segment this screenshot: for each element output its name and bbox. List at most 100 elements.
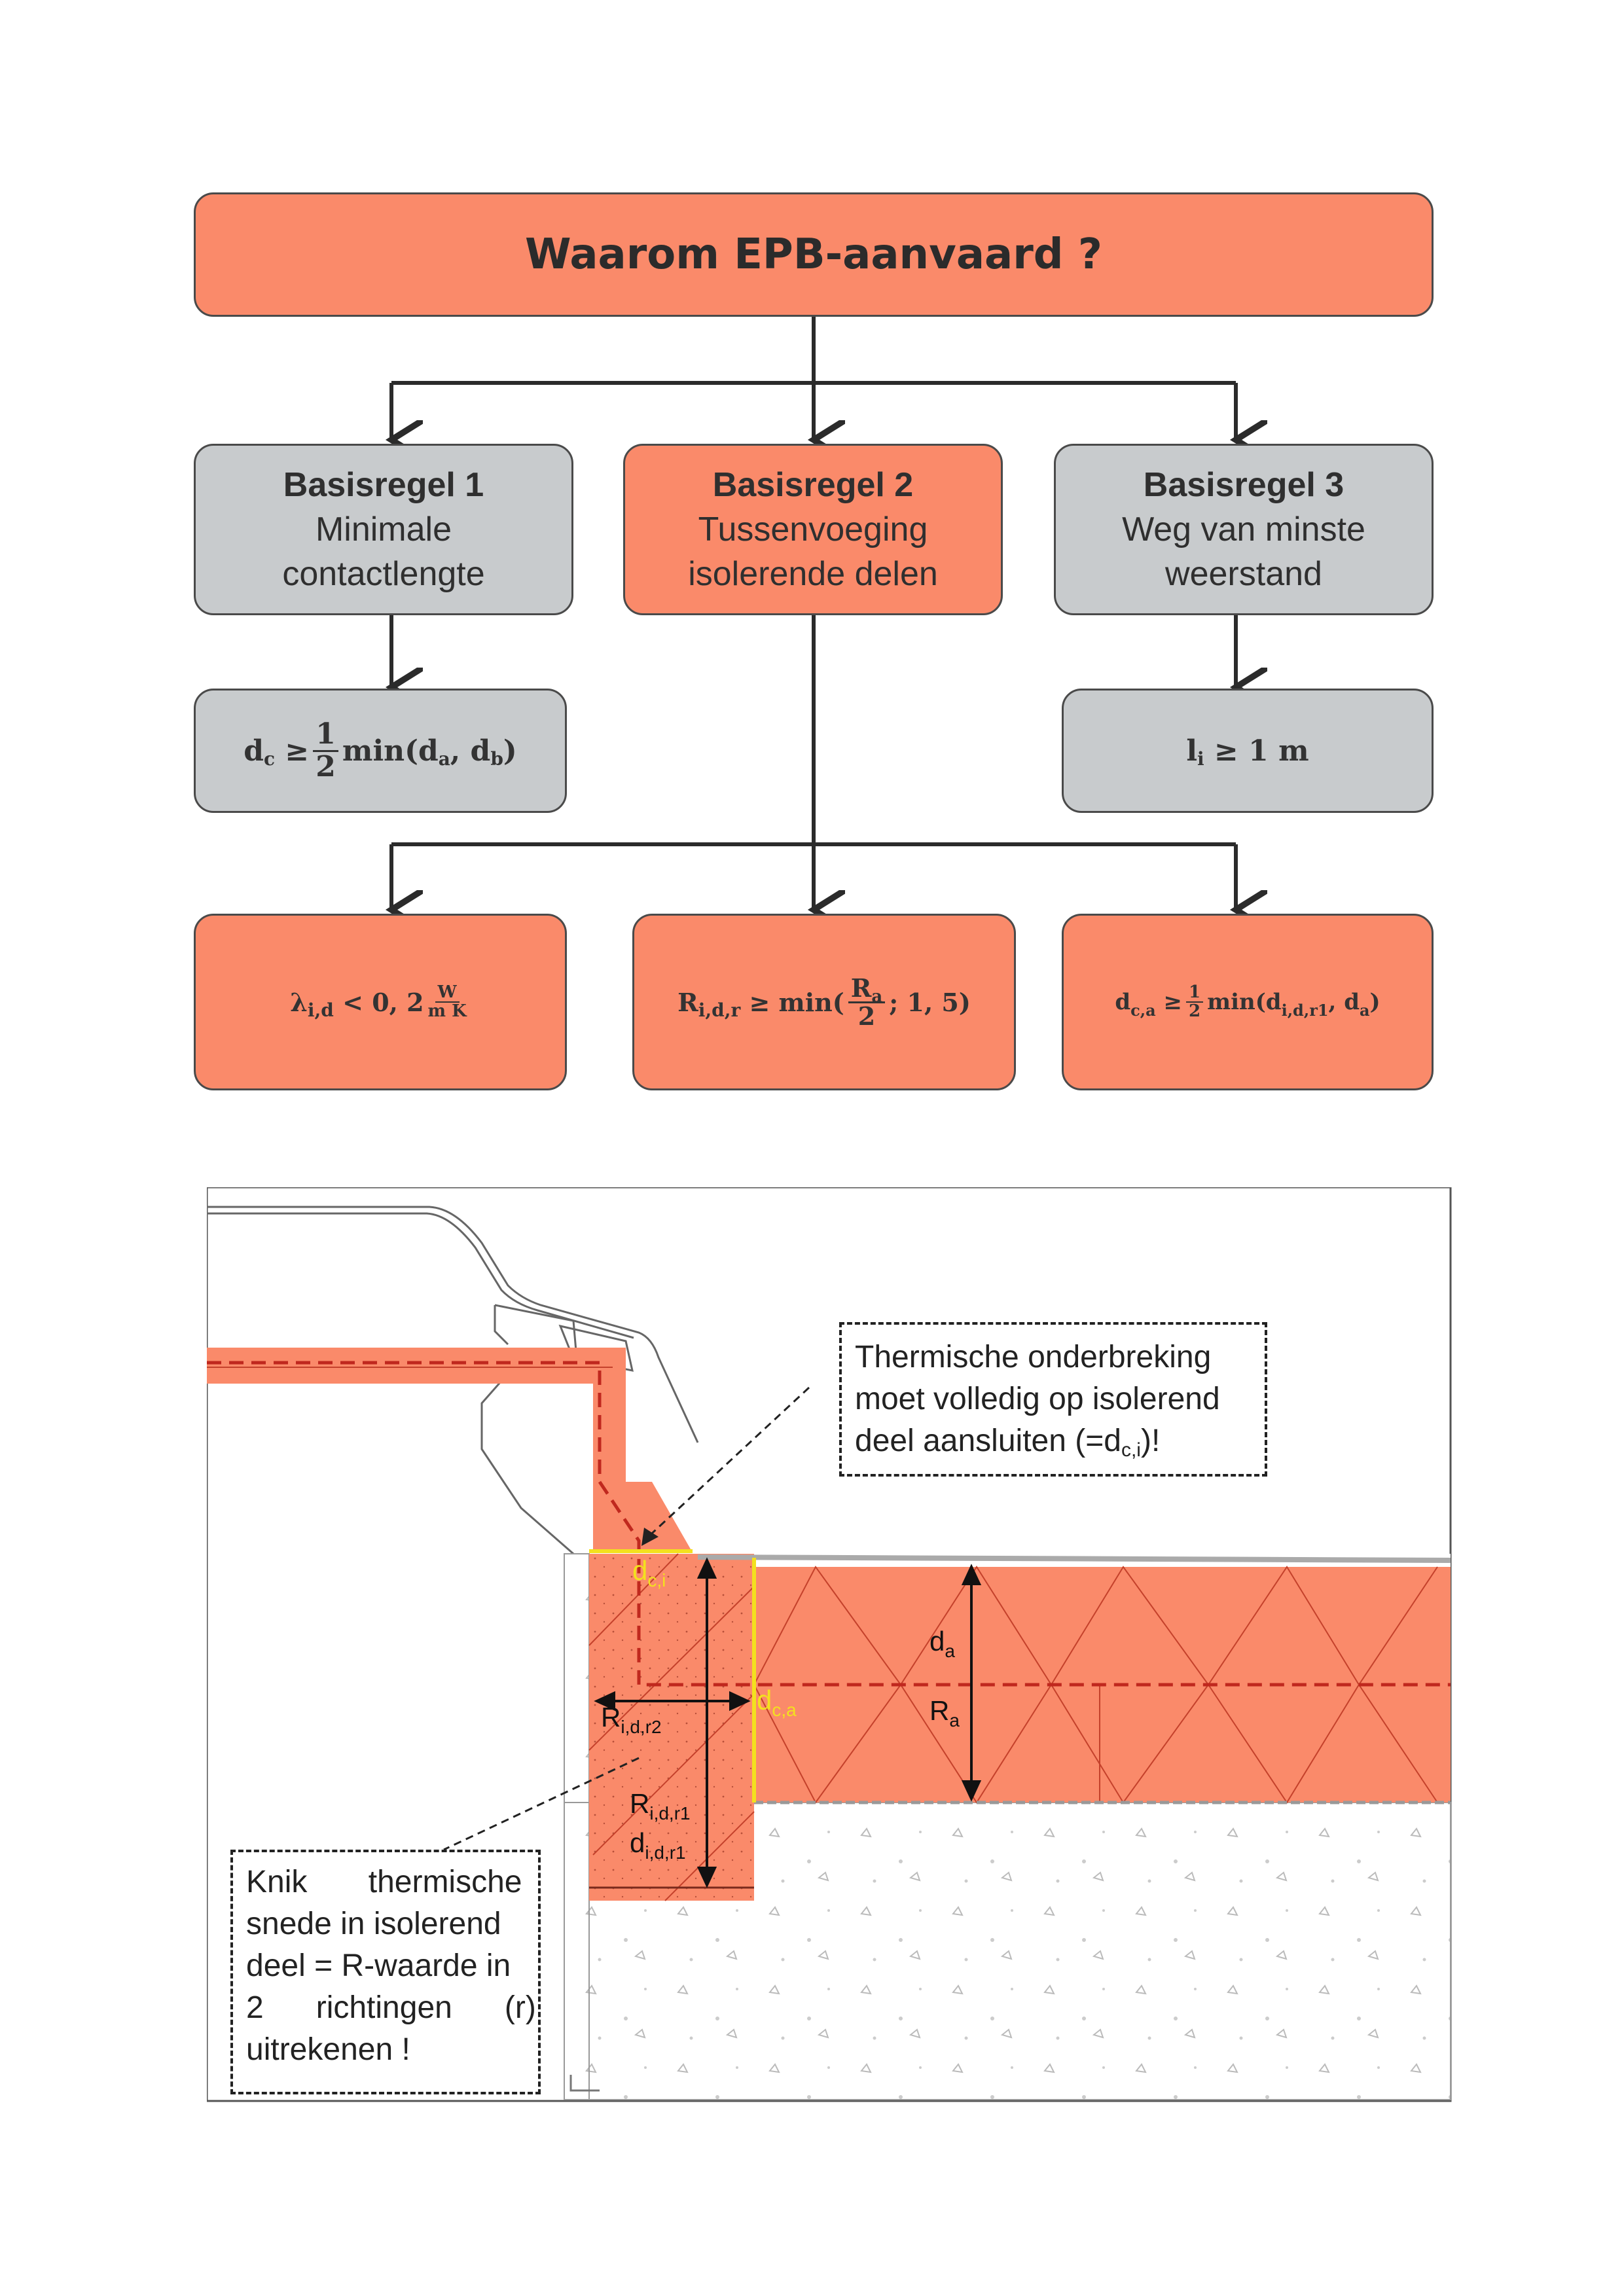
note-line: deel aansluiten (=dc,i)! (855, 1420, 1252, 1466)
formula-subscript: c,a (1130, 1000, 1156, 1020)
formula-subscript: i (1197, 747, 1204, 770)
note-subscript: c,i (1121, 1439, 1141, 1461)
note-line: snede in isolerend (246, 1907, 501, 1941)
label-sub: i,d,r2 (621, 1717, 662, 1737)
rule-3-heading: Basisregel 3 (1143, 466, 1344, 504)
label-sub: a (945, 1641, 955, 1661)
flow-connectors (0, 315, 1624, 1113)
formula-subscript: i,d,r1 (1281, 1000, 1329, 1020)
insulation-continuity-line (207, 1361, 1451, 1687)
label-sub: i,d,r1 (645, 1842, 686, 1863)
formula-subscript: i,d,r (698, 999, 741, 1021)
insulation-hatching (753, 1566, 1438, 1804)
label-sub: i,d,r1 (649, 1803, 691, 1823)
note-line: uitrekenen ! (246, 2032, 410, 2067)
formula-subscript: b (490, 747, 503, 770)
callout-knik: Knik thermische snede in isolerend deel … (230, 1850, 541, 2094)
label-main: R (929, 1695, 950, 1726)
formula-symbol: λ (290, 987, 308, 1017)
formula-operator: ≥ (285, 734, 310, 768)
note-line: deel = R-waarde in (246, 1948, 511, 1983)
fraction: Ra 2 (848, 973, 886, 1031)
formula-subscript: a (1359, 1000, 1370, 1020)
concrete-wall-edge (564, 1553, 590, 2100)
numerator-symbol: R (850, 973, 872, 1003)
rule-2-line1: Tussenvoeging (698, 511, 928, 548)
formula-subscript: a (438, 747, 450, 770)
label-dr1: di,d,r1 (630, 1827, 686, 1863)
fraction: W m K (427, 983, 467, 1021)
rule-1-box: Basisregel 1 Minimale contactlengte (194, 444, 573, 615)
rule-3-box: Basisregel 3 Weg van minste weerstand (1054, 444, 1434, 615)
label-Rr1: Ri,d,r1 (630, 1788, 691, 1823)
note-text-end: )! (1140, 1424, 1161, 1458)
label-dca: dc,a (757, 1685, 797, 1720)
formula-rest: < 0, 2 (342, 987, 424, 1017)
rule-1-heading: Basisregel 1 (283, 466, 484, 504)
label-da: da (929, 1626, 955, 1661)
fraction-numerator: W (435, 983, 460, 1003)
label-Rr2: Ri,d,r2 (601, 1702, 662, 1737)
formula-function: min(d (1207, 989, 1282, 1015)
rule-3-line2: weerstand (1165, 555, 1322, 593)
label-main: d (632, 1555, 648, 1586)
formula-function: min(d (342, 734, 439, 768)
formula-symbol: R (677, 987, 698, 1017)
rule-2-box: Basisregel 2 Tussenvoeging isolerende de… (623, 444, 1003, 615)
formula-separator: , d (450, 734, 491, 768)
fraction-numerator: 1 (313, 719, 338, 752)
formula-subscript: c (264, 747, 276, 770)
title-text: Waarom EPB-aanvaard ? (525, 230, 1102, 279)
formula-separator: , d (1328, 989, 1360, 1015)
formula-subscript: i,d (307, 999, 334, 1021)
fraction-denominator: 2 (316, 749, 336, 783)
formula-close: ) (503, 734, 517, 768)
fraction-denominator: m K (427, 1001, 467, 1021)
fraction-denominator: 2 (857, 1001, 876, 1031)
formula-operator: ≥ min( (749, 987, 844, 1017)
fraction-numerator: Ra (848, 973, 886, 1005)
formula-symbol: d (244, 734, 264, 768)
rule-2-line2: isolerende delen (688, 555, 938, 593)
rule-2-heading: Basisregel 2 (712, 466, 914, 504)
rule-1-line1: Minimale (315, 511, 452, 548)
note-line: moet volledig op isolerend (855, 1382, 1220, 1416)
label-sub: a (949, 1710, 960, 1731)
note-line: Thermische onderbreking (855, 1340, 1212, 1374)
fraction: 1 2 (1186, 983, 1204, 1021)
formula-close: ) (1369, 989, 1380, 1015)
formula-rest: ≥ 1 m (1214, 734, 1309, 768)
formula-operator: ≥ (1163, 989, 1183, 1015)
fraction-denominator: 2 (1189, 1001, 1201, 1021)
formula-symbol: l (1186, 734, 1198, 768)
fraction: 1 2 (313, 719, 338, 781)
label-sub: c,i (647, 1570, 666, 1590)
label-sub: c,a (772, 1700, 797, 1720)
window-profile (207, 1206, 699, 1575)
label-dci: dc,i (632, 1555, 666, 1590)
note-leaders (443, 1386, 810, 1851)
numerator-subscript: a (871, 986, 883, 1007)
label-main: d (757, 1685, 772, 1715)
formula-symbol: d (1115, 989, 1131, 1015)
note-text: deel aansluiten (=d (855, 1424, 1121, 1458)
label-main: R (630, 1788, 650, 1819)
dimension-arrows (594, 1557, 982, 1888)
formula-rest: ; 1, 5) (889, 987, 971, 1017)
label-Ra: Ra (929, 1695, 960, 1731)
label-main: d (630, 1827, 645, 1858)
title-box: Waarom EPB-aanvaard ? (194, 192, 1434, 317)
rule-1-line2: contactlengte (282, 555, 485, 593)
callout-thermal-break: Thermische onderbreking moet volledig op… (839, 1322, 1267, 1477)
label-main: d (929, 1626, 945, 1657)
fraction-numerator: 1 (1186, 983, 1204, 1003)
